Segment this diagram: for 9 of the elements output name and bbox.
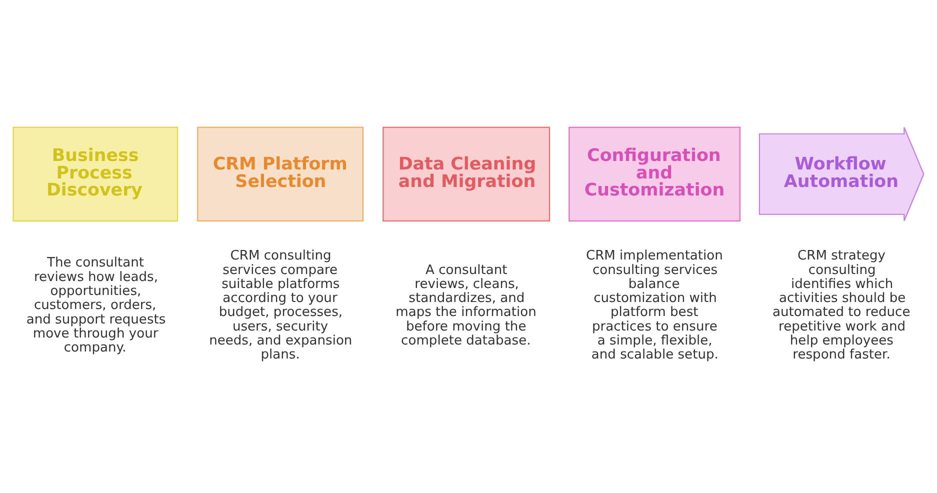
node-box: Data Cleaning and Migration xyxy=(382,126,550,221)
node-box: CRM Platform Selection xyxy=(197,126,364,221)
node-label: CRM strategy consulting identifies which activities should be automated to reduce repetitive work and help employees respond faster. xyxy=(772,248,910,362)
node-box: Business Process Discovery xyxy=(12,126,178,221)
node-label: CRM consulting services compare suitable platforms according to your budget, processes, users, security needs, and expansion plans. xyxy=(209,248,352,362)
node-label: The consultant reviews how leads, opportunities, customers, orders, and support requests move through your company. xyxy=(26,255,166,356)
node-box: Configuration and Customization xyxy=(568,126,740,221)
node-label: CRM implementation consulting services balance customization with platform best practices to ensure a simple, flexible, and scalable setup. xyxy=(586,248,723,362)
node-label: A consultant reviews, cleans, standardizes, and maps the information before moving the complete database. xyxy=(396,262,536,348)
